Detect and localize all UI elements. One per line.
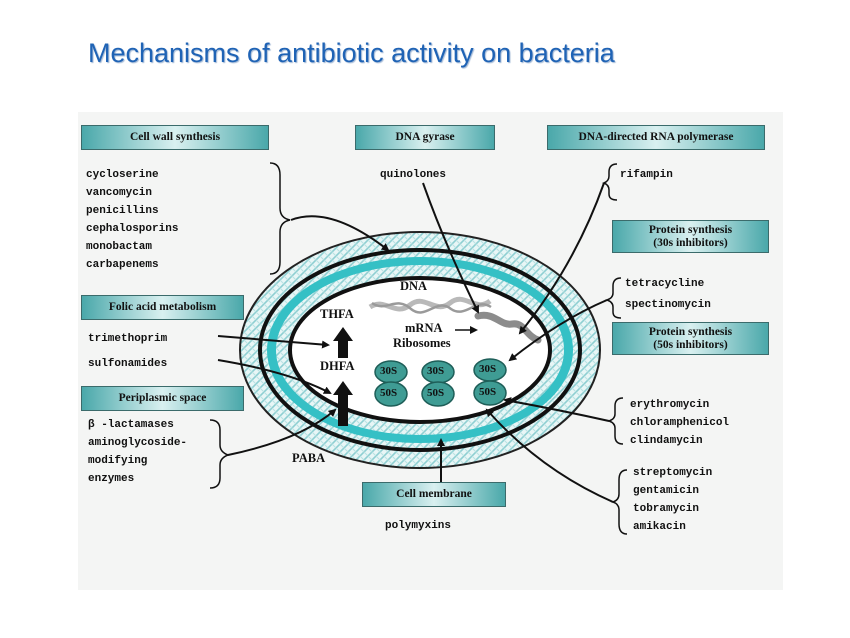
list-aminoglycosides: streptomycin gentamicin tobramycin amika… (633, 464, 712, 536)
drug-item: chloramphenicol (630, 417, 730, 429)
label-50s-2: 50S (427, 387, 445, 399)
label-dhfa: DHFA (320, 359, 355, 373)
header-protein-50s-line1: Protein synthesis (648, 326, 733, 339)
arrow-paba-dhfa (333, 381, 353, 426)
drug-item: gentamicin (633, 485, 700, 497)
header-periplasmic: Periplasmic space (81, 386, 244, 411)
label-ribosomes: Ribosomes (393, 336, 451, 350)
ribosome-3 (473, 358, 507, 406)
drug-item: spectinomycin (625, 299, 711, 311)
list-protein-30s: tetracycline spectinomycin (625, 274, 711, 316)
drug-item: streptomycin (633, 467, 713, 479)
list-periplasmic: β -lactamases aminoglycoside- modifying … (88, 416, 187, 488)
drug-item: penicillins (86, 205, 159, 217)
drug-item: clindamycin (630, 435, 703, 447)
arrow-sulfonamides (217, 359, 332, 394)
drug-item: tobramycin (633, 503, 700, 515)
drug-item: vancomycin (86, 187, 153, 199)
mrna-strand (474, 311, 542, 344)
brace-aminoglycosides (610, 469, 628, 535)
arrow-50s (503, 397, 610, 422)
arrow-30s (508, 299, 608, 362)
arrow-dhfa-thfa (333, 327, 353, 358)
list-cell-wall: cycloserine vancomycin penicillins cepha… (86, 166, 178, 274)
drug-item: polymyxins (385, 520, 452, 532)
header-protein-30s: Protein synthesis (30s inhibitors) (612, 220, 769, 253)
header-protein-50s-line2: (50s inhibitors) (653, 338, 728, 351)
arrow-quinolones (422, 182, 479, 314)
drug-item: cephalosporins (86, 223, 179, 235)
arrow-trimethoprim (217, 335, 330, 349)
header-protein-30s-line1: Protein synthesis (648, 224, 733, 237)
drug-item: β -lactamases (88, 419, 174, 431)
brace-30s (604, 277, 622, 319)
outer-membrane-line (258, 248, 582, 452)
drug-item: tetracycline (625, 278, 705, 290)
arrow-rifampin (518, 182, 605, 335)
header-folic-acid: Folic acid metabolism (81, 295, 244, 320)
drug-item: amikacin (633, 521, 686, 533)
label-thfa: THFA (320, 307, 354, 321)
header-protein-30s-line2: (30s inhibitors) (653, 236, 728, 249)
label-30s-1: 30S (380, 365, 398, 377)
arrow-periplasmic (227, 408, 337, 456)
brace-cell-wall (269, 162, 291, 275)
header-rna-polymerase: DNA-directed RNA polymerase (547, 125, 765, 150)
header-dna-gyrase: DNA gyrase (355, 125, 495, 150)
drug-item: aminoglycoside- (88, 437, 188, 449)
drug-item: carbapenems (86, 259, 159, 271)
list-folic-acid: trimethoprim sulfonamides (88, 327, 167, 377)
arrow-aminoglycosides (485, 408, 614, 503)
ribosome-1 (374, 360, 408, 407)
header-cell-wall: Cell wall synthesis (81, 125, 269, 150)
drug-item: rifampin (620, 169, 673, 181)
list-protein-50s: erythromycin chloramphenicol clindamycin (630, 396, 729, 450)
drug-item: erythromycin (630, 399, 710, 411)
arrow-cell-wall (290, 215, 390, 252)
header-protein-50s: Protein synthesis (50s inhibitors) (612, 322, 769, 355)
label-30s-3: 30S (479, 363, 497, 375)
drug-item: sulfonamides (88, 358, 168, 370)
ribosome-2 (421, 360, 455, 407)
label-30s-2: 30S (427, 365, 445, 377)
drug-item: quinolones (380, 169, 447, 181)
header-cell-membrane: Cell membrane (362, 482, 506, 507)
label-mrna: mRNA (405, 321, 443, 335)
label-50s-3: 50S (479, 386, 497, 398)
drug-item: trimethoprim (88, 333, 168, 345)
list-cell-membrane: polymyxins (385, 517, 451, 535)
label-50s-1: 50S (380, 387, 398, 399)
label-paba: PABA (292, 451, 326, 465)
dna-strand (368, 296, 492, 312)
label-dna: DNA (400, 279, 428, 293)
drug-item: cycloserine (86, 169, 159, 181)
drug-item: modifying (88, 455, 148, 467)
list-rna-polymerase: rifampin (620, 166, 673, 184)
list-dna-gyrase: quinolones (380, 166, 446, 184)
brace-50s (606, 397, 624, 445)
brace-rifampin (601, 163, 618, 201)
drug-item: enzymes (88, 473, 135, 485)
page-title: Mechanisms of antibiotic activity on bac… (88, 38, 615, 68)
brace-periplasmic (209, 419, 231, 489)
drug-item: monobactam (86, 241, 153, 253)
